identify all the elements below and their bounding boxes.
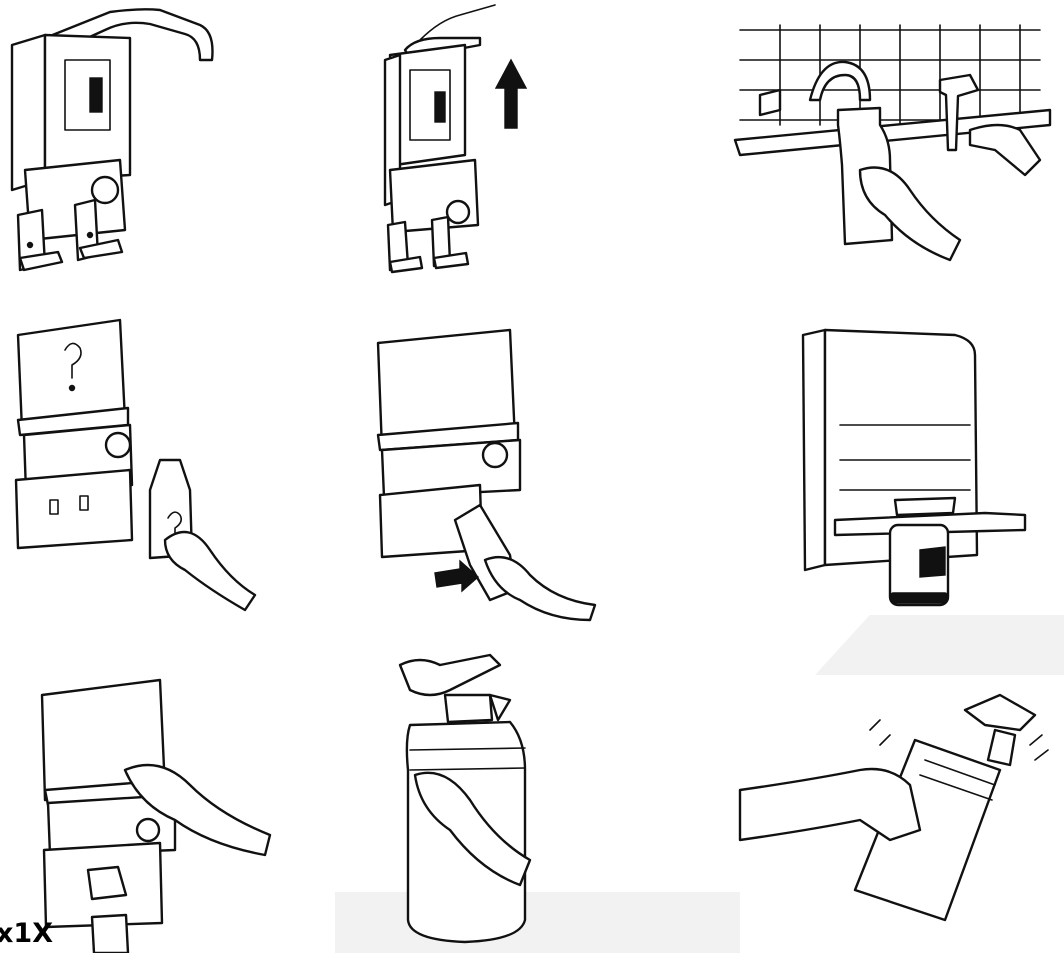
step-4-check-bottle <box>0 310 280 610</box>
step-7-press-button <box>30 655 290 953</box>
step-3-fill-bottle-at-tap <box>720 0 1064 270</box>
footer-code: x1X <box>0 918 53 949</box>
fill-bottle-at-tap-icon <box>720 0 1064 270</box>
attach-trigger-spray-icon <box>380 650 580 950</box>
dispenser-open-lid-icon <box>0 0 260 285</box>
step-6-bottle-docked <box>795 325 1025 615</box>
step-1-open-dispenser <box>0 0 260 285</box>
step-8-attach-trigger <box>380 650 580 950</box>
insert-bottle-icon <box>360 325 630 615</box>
step-9-shake-bottle <box>730 690 1064 930</box>
bottle-docked-icon <box>795 325 1025 615</box>
shake-spray-bottle-icon <box>730 690 1064 930</box>
press-dispense-button-icon <box>30 655 290 953</box>
step-2-lift-cartridge <box>360 0 540 285</box>
check-bottle-label-icon <box>0 310 280 610</box>
lift-cartridge-icon <box>360 0 540 285</box>
step-5-insert-bottle <box>360 325 630 615</box>
background-shade-right <box>815 615 1064 675</box>
